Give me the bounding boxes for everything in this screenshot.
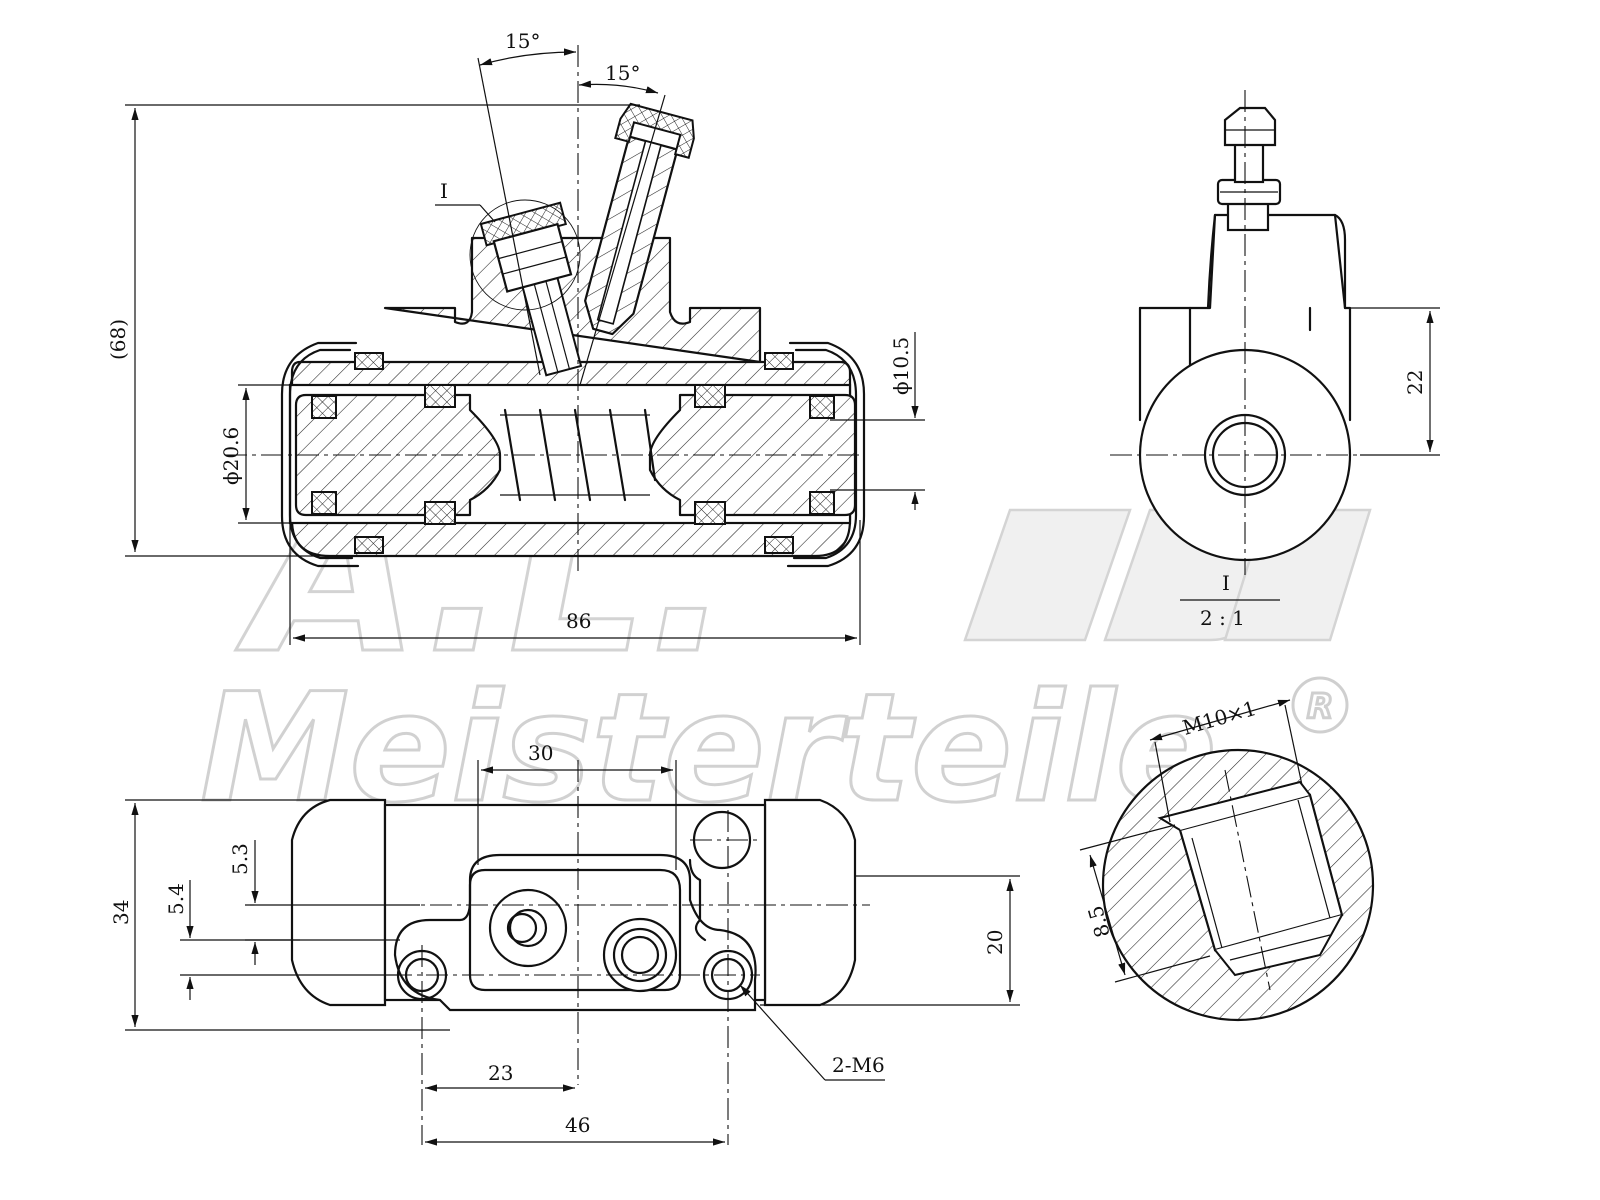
side-fitting bbox=[1216, 106, 1282, 232]
detail-i-view: M10×1 8.5 bbox=[1079, 696, 1375, 1022]
svg-text:20: 20 bbox=[983, 930, 1007, 955]
svg-text:ϕ10.5: ϕ10.5 bbox=[889, 337, 913, 395]
watermark-registered-mark: R bbox=[1291, 676, 1349, 734]
length-dimension-86: 86 bbox=[289, 520, 861, 645]
svg-text:30: 30 bbox=[528, 741, 553, 765]
svg-text:15°: 15° bbox=[605, 61, 640, 85]
svg-text:34: 34 bbox=[109, 900, 133, 925]
side-height-dimension: 22 bbox=[1350, 307, 1440, 456]
dimension-23: 23 bbox=[425, 1061, 575, 1092]
right-end-cap bbox=[763, 798, 857, 1007]
detail-label: I bbox=[1222, 571, 1230, 595]
inlet-fitting-section bbox=[479, 201, 583, 377]
angle-dimension-right: 15° bbox=[578, 61, 666, 386]
inlet-port bbox=[488, 888, 568, 968]
left-end-cap bbox=[290, 798, 387, 1007]
detail-i-circle bbox=[469, 199, 581, 311]
svg-text:22: 22 bbox=[1403, 370, 1427, 395]
detail-callout-label: I bbox=[440, 179, 448, 203]
bleeder-screw-section bbox=[584, 102, 695, 336]
front-section-view: I 15° 15° (68) ϕ20.6 bbox=[106, 29, 925, 645]
svg-text:5.4: 5.4 bbox=[164, 883, 188, 915]
right-piston bbox=[648, 393, 857, 517]
seal-left-top bbox=[424, 384, 456, 408]
bleeder-port bbox=[602, 917, 678, 993]
dimension-20: 20 bbox=[760, 875, 1020, 1006]
svg-text:2-M6: 2-M6 bbox=[832, 1053, 885, 1077]
seal-right-top bbox=[694, 384, 726, 408]
thread-callout-leader: 2-M6 bbox=[739, 984, 885, 1081]
angle-dimension-left: 15° bbox=[477, 29, 577, 376]
svg-text:R: R bbox=[1307, 687, 1333, 727]
svg-text:(68): (68) bbox=[106, 319, 130, 360]
svg-text:15°: 15° bbox=[505, 29, 540, 53]
side-body-outline bbox=[1138, 213, 1352, 422]
hole-dimension: ϕ10.5 bbox=[830, 332, 925, 510]
bore-dimension: ϕ20.6 bbox=[219, 384, 300, 524]
side-view: 22 I 2 : 1 bbox=[1110, 90, 1440, 630]
seal-left-bottom bbox=[424, 501, 456, 525]
dimension-30: 30 bbox=[477, 741, 677, 870]
svg-text:5.3: 5.3 bbox=[228, 843, 252, 875]
dimension-5-4: 5.4 bbox=[164, 880, 400, 1000]
height-dimension-68: (68) bbox=[106, 104, 640, 557]
seal-right-bottom bbox=[694, 501, 726, 525]
svg-text:86: 86 bbox=[566, 609, 591, 633]
dimension-46: 46 bbox=[425, 1113, 725, 1146]
detail-scale: 2 : 1 bbox=[1200, 606, 1245, 630]
svg-text:46: 46 bbox=[565, 1113, 590, 1137]
bottom-plan-view: 30 34 5.3 5.4 20 bbox=[109, 741, 1020, 1146]
dimension-34: 34 bbox=[109, 799, 450, 1031]
svg-text:ϕ20.6: ϕ20.6 bbox=[219, 427, 243, 485]
svg-text:23: 23 bbox=[488, 1061, 513, 1085]
